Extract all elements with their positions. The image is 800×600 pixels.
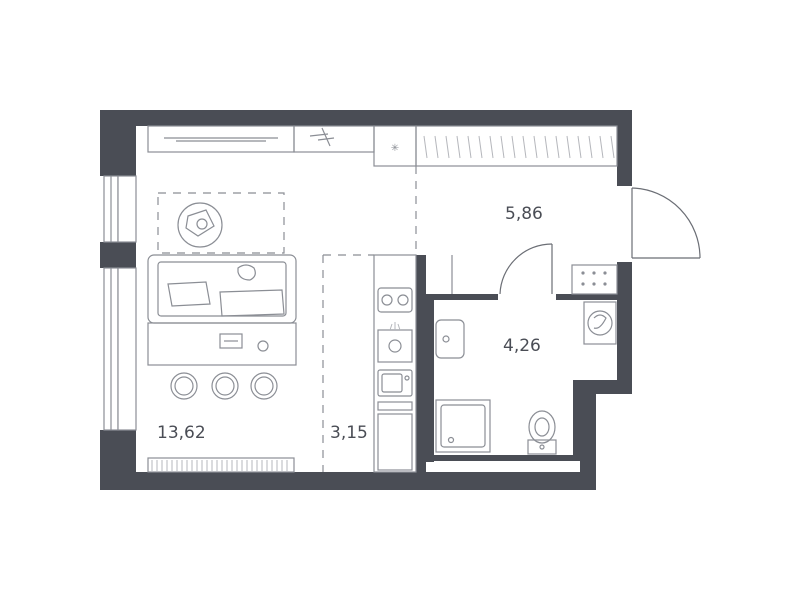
toilet (527, 410, 557, 455)
hall-area: 5,86 (505, 204, 543, 224)
cabinet-dot (592, 282, 596, 286)
washing-machine (583, 301, 617, 345)
sink (435, 319, 465, 359)
hanger (588, 135, 593, 159)
entrance-door (631, 187, 701, 259)
hanger (577, 135, 582, 159)
hanger (511, 135, 516, 159)
top-shelf: ✳ (147, 125, 417, 167)
hanger (544, 135, 549, 159)
hanger (566, 135, 571, 159)
outer-walls (100, 110, 632, 490)
bathroom-area: 4,26 (503, 336, 541, 356)
plant-decor (309, 127, 335, 147)
desk (147, 322, 297, 366)
cabinet-dot (603, 271, 607, 275)
shower (435, 399, 491, 453)
cabinet-dot (603, 282, 607, 286)
hanger (489, 135, 494, 159)
hanger (456, 135, 461, 159)
wardrobe (415, 125, 618, 167)
stools (170, 372, 278, 400)
hanger (445, 135, 450, 159)
hanger (500, 135, 505, 159)
kitchen-unit (373, 254, 417, 473)
living-room-area: 13,62 (157, 423, 206, 443)
window-lower (103, 267, 137, 431)
cabinet-dot (592, 271, 596, 275)
coffee-table-area (157, 192, 285, 254)
hanger (434, 135, 439, 159)
hanger (423, 135, 428, 159)
sofa (147, 254, 297, 324)
hall-cabinet (451, 255, 618, 295)
cabinet-dot (581, 282, 585, 286)
hanger (610, 135, 615, 159)
hanger (555, 135, 560, 159)
hanger (478, 135, 483, 159)
hanger (533, 135, 538, 159)
hanger (599, 135, 604, 159)
kitchen-area: 3,15 (330, 423, 368, 443)
hanger (522, 135, 527, 159)
bathroom-door (499, 243, 553, 295)
radiator (147, 457, 295, 473)
cabinet-dot (581, 271, 585, 275)
hanger (467, 135, 472, 159)
interior-walls (416, 255, 617, 475)
window-upper (103, 175, 137, 243)
svg-text:✳: ✳ (391, 143, 399, 154)
